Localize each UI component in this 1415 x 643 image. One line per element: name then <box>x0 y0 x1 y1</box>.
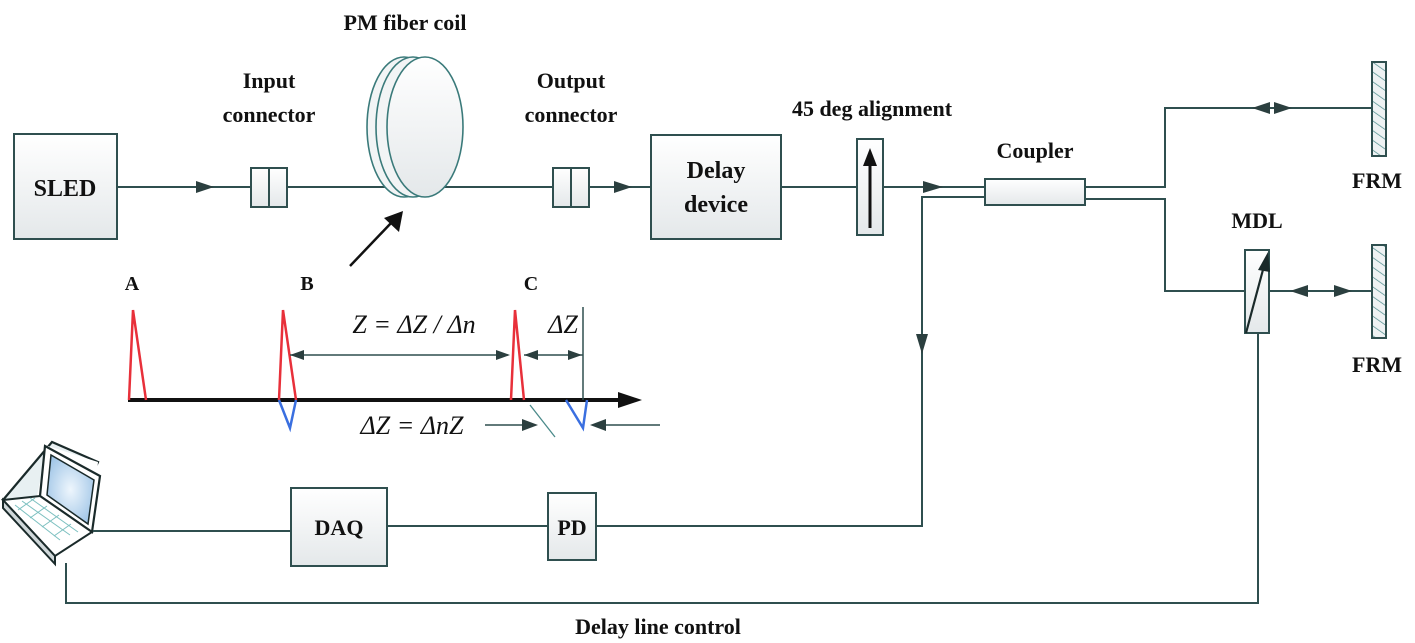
pointer-arrow <box>349 221 393 267</box>
laptop-icon <box>0 440 102 567</box>
coil-ring <box>386 56 464 198</box>
frm-top: FRM <box>1352 61 1402 193</box>
frm-bottom: FRM <box>1352 244 1402 377</box>
delay-device-box <box>650 134 782 240</box>
delay-device-label-1: Delay <box>687 158 746 184</box>
return-fiber-line <box>620 196 985 527</box>
dz-small-label: ΔZ <box>547 310 578 339</box>
delay-line-control-label: Delay line control <box>575 614 741 639</box>
arrow-left-icon <box>524 350 538 360</box>
arrow-right-icon <box>1334 285 1352 297</box>
alignment-45deg: 45 deg alignment <box>792 96 953 236</box>
peak-c-label: C <box>524 273 538 295</box>
arrowhead-icon <box>614 181 632 193</box>
laptop-screen <box>46 453 95 526</box>
arrow-down-icon <box>916 334 928 354</box>
delay-device: Delay device <box>650 134 782 240</box>
mdl-label: MDL <box>1231 208 1282 233</box>
pd: PD <box>547 492 597 561</box>
delay-line-control-cable <box>65 333 1259 604</box>
output-connector-label-2: connector <box>525 102 618 127</box>
laptop-edge <box>1 497 56 567</box>
coupler-box <box>984 178 1086 206</box>
arrowhead-icon <box>923 181 943 193</box>
frm-bottom-label: FRM <box>1352 352 1402 377</box>
lower-arm-fiber <box>1085 198 1245 292</box>
peak-a <box>127 309 148 401</box>
arrow-right-icon <box>568 350 582 360</box>
peak-b-label: B <box>300 273 313 295</box>
arrow-left-icon <box>290 350 304 360</box>
arrowhead-icon <box>196 181 214 193</box>
shifted-peak <box>564 399 589 432</box>
arrow-up-icon <box>863 148 877 166</box>
reference-tick <box>529 404 556 438</box>
dz-equation: ΔZ = ΔnZ <box>360 411 465 440</box>
axis-arrow-icon <box>618 392 642 408</box>
arrowhead-icon <box>1258 252 1270 272</box>
coupler: Coupler <box>984 138 1086 206</box>
upper-arm-fiber <box>1085 107 1333 188</box>
arrow-left-icon <box>590 419 606 431</box>
frm-top-label: FRM <box>1352 168 1402 193</box>
interferogram-inset: A B C Z = ΔZ / Δn ΔZ ΔZ = ΔnZ <box>125 273 660 440</box>
sled-box <box>13 133 118 240</box>
input-connector: Input connector <box>223 68 316 208</box>
peak-b <box>277 309 298 401</box>
coupler-label: Coupler <box>997 138 1074 163</box>
pd-label: PD <box>557 515 586 540</box>
sled-label: SLED <box>34 176 97 202</box>
arrow-left-icon <box>1290 285 1308 297</box>
frm-mirror-bottom <box>1371 244 1387 339</box>
frm-mirror-top <box>1371 61 1387 157</box>
output-connector: Output connector <box>525 68 618 208</box>
alignment-label: 45 deg alignment <box>792 96 953 121</box>
daq-label: DAQ <box>315 515 364 540</box>
pm-fiber-coil: PM fiber coil <box>344 10 467 198</box>
input-connector-label-1: Input <box>243 68 296 93</box>
peak-b-crosscoupled <box>277 399 298 433</box>
peak-a-label: A <box>125 273 140 295</box>
arrow-right-icon <box>496 350 510 360</box>
peak-c <box>509 309 526 401</box>
z-equation: Z = ΔZ / Δn <box>352 310 475 339</box>
arrow-right-icon <box>1274 102 1292 114</box>
sled-source: SLED <box>13 133 118 240</box>
output-connector-label-1: Output <box>537 68 606 93</box>
mdl: MDL <box>1231 208 1283 334</box>
input-connector-label-2: connector <box>223 102 316 127</box>
delay-device-label-2: device <box>684 192 748 218</box>
fiber-coil-label: PM fiber coil <box>344 10 467 35</box>
pd-box <box>547 492 597 561</box>
mdl-variable-arrow <box>1244 265 1266 334</box>
arrow-right-icon <box>522 419 538 431</box>
arrowhead-icon <box>384 211 403 232</box>
laptop-keys <box>14 497 79 541</box>
arrow-left-icon <box>1252 102 1270 114</box>
daq: DAQ <box>290 487 388 567</box>
